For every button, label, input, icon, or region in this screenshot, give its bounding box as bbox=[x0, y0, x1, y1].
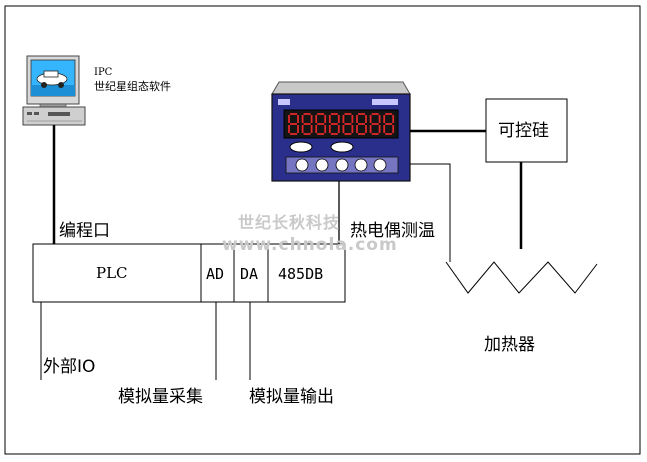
thermocouple-line bbox=[410, 163, 451, 262]
ipc-software-label: 世纪星组态软件 bbox=[94, 80, 171, 93]
thyristor-label: 可控硅 bbox=[498, 121, 549, 141]
temperature-controller bbox=[271, 81, 411, 182]
analog-acquisition-label: 模拟量采集 bbox=[118, 387, 203, 407]
led-digit bbox=[288, 113, 299, 135]
controller-button-2[interactable] bbox=[315, 158, 329, 172]
ipc-label: IPC bbox=[94, 67, 113, 78]
led-digit bbox=[342, 113, 354, 135]
external-io-label: 外部IO bbox=[43, 357, 96, 377]
led-digit bbox=[383, 113, 395, 135]
programming-port-label: 编程口 bbox=[59, 221, 110, 241]
controller-button-4[interactable] bbox=[354, 158, 368, 172]
thyristor-box bbox=[485, 98, 568, 163]
watermark-url: www.chnola.com bbox=[222, 235, 398, 255]
heater-label: 加热器 bbox=[484, 335, 535, 355]
analog-output-label: 模拟量输出 bbox=[249, 387, 334, 407]
led-digit bbox=[328, 113, 340, 135]
controller-button-3[interactable] bbox=[335, 158, 349, 172]
led-digit bbox=[356, 113, 367, 135]
controller-button-1[interactable] bbox=[295, 158, 309, 172]
watermark-company: 世纪长秋科技 bbox=[238, 213, 341, 232]
ad-label: AD bbox=[206, 265, 225, 283]
led-digit bbox=[315, 113, 327, 135]
thermocouple-label: 热电偶测温 bbox=[350, 221, 435, 241]
controller-button-5[interactable] bbox=[373, 158, 387, 172]
da-label: DA bbox=[240, 265, 259, 283]
outer-frame bbox=[4, 5, 641, 455]
computer-icon bbox=[22, 55, 86, 126]
led-digits bbox=[288, 113, 395, 135]
plc-label: PLC bbox=[96, 264, 128, 282]
led-display bbox=[283, 109, 399, 139]
heater-zigzag bbox=[445, 261, 598, 294]
rs485-label: 485DB bbox=[278, 265, 324, 283]
led-digit bbox=[369, 113, 381, 135]
plc-block bbox=[32, 243, 346, 303]
led-digit bbox=[301, 113, 313, 135]
